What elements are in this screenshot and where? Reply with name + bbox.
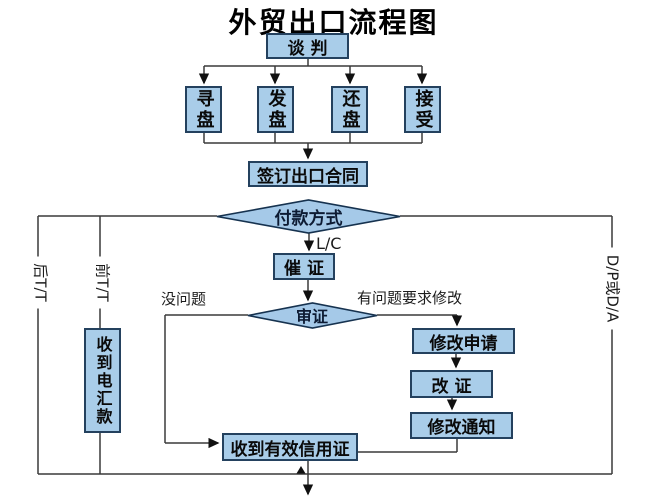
payment-method-label: 付款方式 xyxy=(274,209,343,229)
node-acceptance: 接受 xyxy=(404,86,441,133)
node-receive-valid-lc: 收到有效信用证 xyxy=(222,433,358,461)
node-urge-lc: 催 证 xyxy=(273,253,335,280)
node-offer: 发盘 xyxy=(257,86,294,133)
payment-method-diamond xyxy=(216,199,401,234)
node-amend-lc: 改 证 xyxy=(410,370,493,398)
edge-label-post-tt: 后T/T xyxy=(29,256,53,309)
merge-up-arrowhead xyxy=(296,466,306,474)
node-counter-offer: 还盘 xyxy=(331,86,368,133)
node-negotiation: 谈 判 xyxy=(266,33,349,59)
edge-label-no-problem: 没问题 xyxy=(161,290,207,308)
node-amendment-request: 修改申请 xyxy=(412,328,515,354)
edge-label-advance-tt: 前T/T xyxy=(91,256,115,309)
edge-label-lc: L/C xyxy=(316,234,342,253)
node-amendment-notice: 修改通知 xyxy=(410,412,513,439)
review-lc-label: 审证 xyxy=(295,307,328,326)
edge-label-problem-request-amend: 有问题要求修改 xyxy=(357,289,463,307)
node-sign-contract: 签订出口合同 xyxy=(248,161,368,187)
node-receive-tt-payment: 收到电汇款 xyxy=(84,328,121,433)
review-lc-diamond xyxy=(247,302,378,329)
edge-label-dp-or-da: D/P或D/A xyxy=(601,247,625,330)
node-inquiry: 寻盘 xyxy=(185,86,222,133)
